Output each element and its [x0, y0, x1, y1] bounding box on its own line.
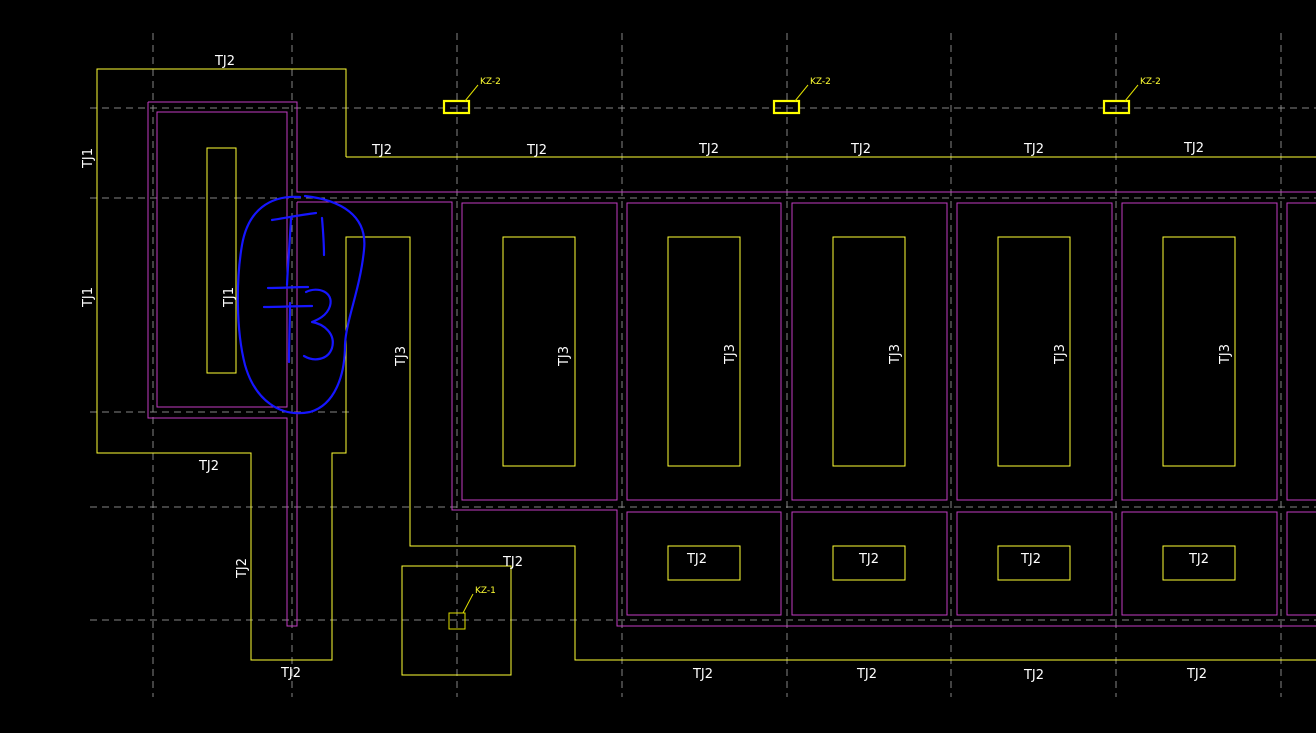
- handwritten-markup-annotation: [236, 194, 366, 415]
- beam-label-tj2: TJ2: [502, 555, 523, 570]
- beam-label-tj1: TJ1: [222, 287, 237, 308]
- beam-label-tj3: TJ3: [888, 344, 903, 365]
- beam-label-tj2: TJ2: [526, 143, 547, 158]
- beam-label-tj2: TJ2: [692, 667, 713, 682]
- beam-label-tj3: TJ3: [394, 346, 409, 367]
- beam-label-tj2: TJ2: [371, 143, 392, 158]
- beam-label-tj2: TJ2: [214, 54, 235, 69]
- beam-label-tj3: TJ3: [1218, 344, 1233, 365]
- beam-label-tj3: TJ3: [1053, 344, 1068, 365]
- beam-label-tj2: TJ2: [1183, 141, 1204, 156]
- foundation-outline: [96, 68, 1316, 676]
- beam-label-tj2: TJ2: [1188, 552, 1209, 567]
- column-kz2[interactable]: KZ-2: [772, 77, 831, 115]
- column-tag: KZ-2: [810, 77, 831, 87]
- column-kz2[interactable]: KZ-2: [442, 77, 501, 115]
- tj2-labels: TJ2 TJ2 TJ2 TJ2 TJ2 TJ2 TJ2 TJ2 TJ2 TJ2 …: [198, 54, 1209, 683]
- beam-label-tj2: TJ2: [198, 459, 219, 474]
- column-tag: KZ-2: [1140, 77, 1161, 87]
- column-tag: KZ-1: [475, 586, 496, 596]
- beam-label-tj2: TJ2: [1023, 142, 1044, 157]
- beam-label-tj1: TJ1: [81, 148, 96, 169]
- tj3-labels: TJ3 TJ3 TJ3 TJ3 TJ3 TJ3: [394, 344, 1233, 367]
- slab-outline: [147, 101, 1316, 627]
- beam-label-tj2: TJ2: [686, 552, 707, 567]
- beam-label-tj2: TJ2: [1186, 667, 1207, 682]
- beam-label-tj2: TJ2: [1020, 552, 1041, 567]
- beam-label-tj2: TJ2: [280, 666, 301, 681]
- beam-label-tj2: TJ2: [1023, 668, 1044, 683]
- beam-label-tj2: TJ2: [698, 142, 719, 157]
- beam-label-tj1: TJ1: [81, 287, 96, 308]
- column-kz1[interactable]: KZ-1: [448, 586, 496, 630]
- beam-label-tj3: TJ3: [557, 346, 572, 367]
- axis-grid: [90, 33, 1316, 697]
- column-kz2[interactable]: KZ-2: [1102, 77, 1161, 115]
- beam-label-tj2: TJ2: [850, 142, 871, 157]
- beam-label-tj2: TJ2: [235, 558, 250, 579]
- tj1-labels: TJ1 TJ1 TJ1: [81, 148, 237, 308]
- beam-label-tj2: TJ2: [856, 667, 877, 682]
- column-tag: KZ-2: [480, 77, 501, 87]
- beam-label-tj2: TJ2: [858, 552, 879, 567]
- beam-label-tj3: TJ3: [723, 344, 738, 365]
